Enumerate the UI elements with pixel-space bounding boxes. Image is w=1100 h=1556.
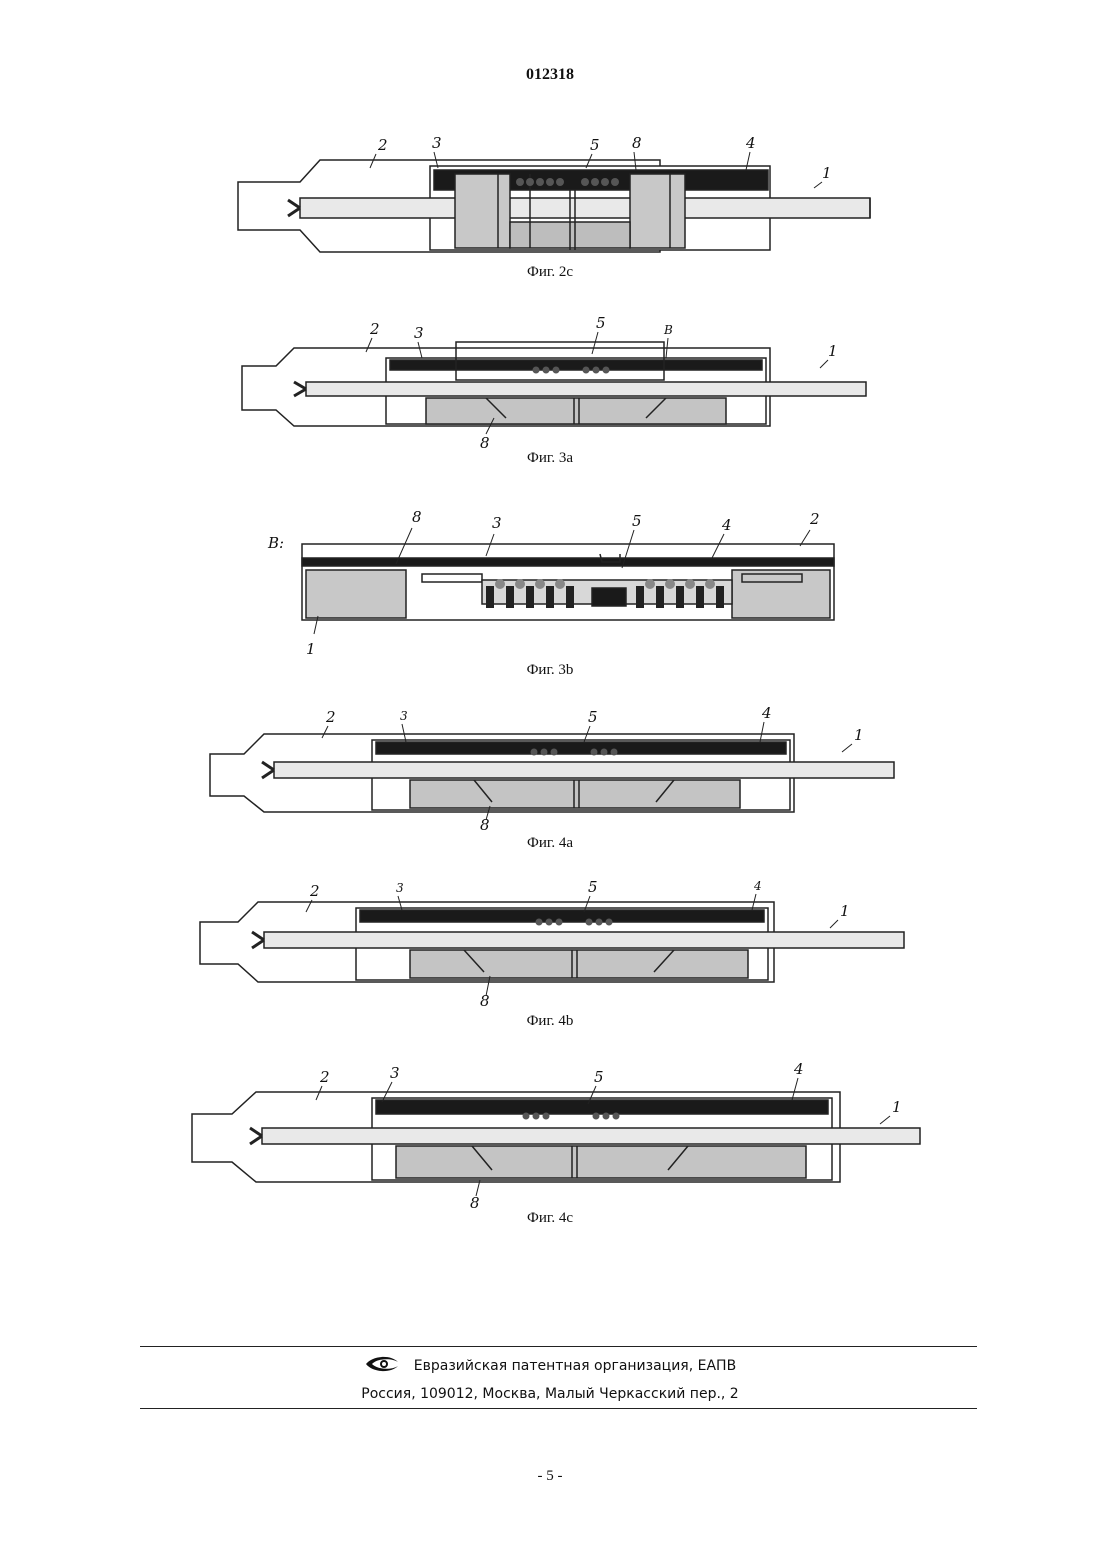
footer-organization: Евразийская патентная организация, ЕАПВ (414, 1358, 736, 1374)
figure-3a-label: 5 (596, 314, 606, 332)
figure-2c-label: 2 (377, 136, 388, 154)
figure-4b-label: 5 (588, 878, 598, 896)
figure-4b-caption: Фиг. 4b (0, 1013, 1100, 1030)
figure-2c-label: 3 (432, 134, 442, 152)
figure-4b-drawing: 2 3 5 4 1 8 (194, 878, 914, 1013)
figure-3a-label: 3 (414, 324, 424, 342)
figure-4b-label: 3 (396, 881, 404, 895)
figure-4c-caption: Фиг. 4c (0, 1210, 1100, 1227)
figure-4a-caption: Фиг. 4a (0, 835, 1100, 852)
page-number: - 5 - (0, 1468, 1100, 1485)
figure-4a-label: 1 (854, 726, 864, 744)
figure-3b-label: 1 (306, 640, 316, 658)
figure-4c-label: 4 (793, 1060, 804, 1078)
footer-address: Россия, 109012, Москва, Малый Черкасский… (0, 1386, 1100, 1402)
figure-4c-label: 1 (892, 1098, 902, 1116)
figure-2c-label: 8 (632, 134, 642, 152)
figure-4b-label: 4 (753, 879, 762, 893)
figure-4b-label: 1 (840, 902, 850, 920)
figure-3a-label: B (663, 323, 673, 337)
figure-3a-label: 1 (828, 342, 838, 360)
figure-2c-label: 4 (745, 134, 756, 152)
figure-2c-label: 1 (822, 164, 832, 182)
eapo-logo-icon (364, 1354, 400, 1378)
figure-3b-label: 3 (492, 514, 502, 532)
figure-4c-label: 3 (390, 1064, 400, 1082)
figure-3b-label: 2 (809, 510, 820, 528)
figure-3b-label: 5 (632, 512, 642, 530)
figure-4b-label: 2 (309, 882, 320, 900)
figure-4a-drawing: 2 3 5 4 1 8 (204, 706, 904, 836)
footer-organization-line: Евразийская патентная организация, ЕАПВ (0, 1354, 1100, 1378)
figure-2c-drawing: 2 3 5 8 4 1 (230, 130, 880, 265)
document-number: 012318 (0, 66, 1100, 84)
figure-4c-label: 2 (319, 1068, 330, 1086)
figure-3a-drawing: 2 3 5 B 1 8 (236, 318, 876, 453)
figure-3b-label: 4 (721, 516, 732, 534)
footer-rule-top (140, 1346, 977, 1347)
figure-4b-label: 8 (480, 992, 490, 1010)
figure-4a-label: 5 (588, 708, 598, 726)
figure-4a-label: 8 (480, 816, 490, 834)
figure-4a-label: 3 (400, 709, 408, 723)
figure-3a-label: 2 (369, 320, 380, 338)
figure-4c-label: 5 (594, 1068, 604, 1086)
figure-3b-caption: Фиг. 3b (0, 662, 1100, 679)
figure-4a-label: 4 (761, 704, 772, 722)
footer-rule-bottom (140, 1408, 977, 1409)
figure-2c-caption: Фиг. 2c (0, 264, 1100, 281)
figure-3b-prefix: B: (267, 534, 284, 552)
figure-2c-label: 5 (590, 136, 600, 154)
figure-3b-drawing: B: 8 3 5 4 2 1 (262, 504, 842, 659)
figure-3b-label: 8 (412, 508, 422, 526)
figure-4c-drawing: 2 3 5 4 1 8 (186, 1062, 926, 1212)
figure-3a-caption: Фиг. 3a (0, 450, 1100, 467)
figure-4a-label: 2 (325, 708, 336, 726)
